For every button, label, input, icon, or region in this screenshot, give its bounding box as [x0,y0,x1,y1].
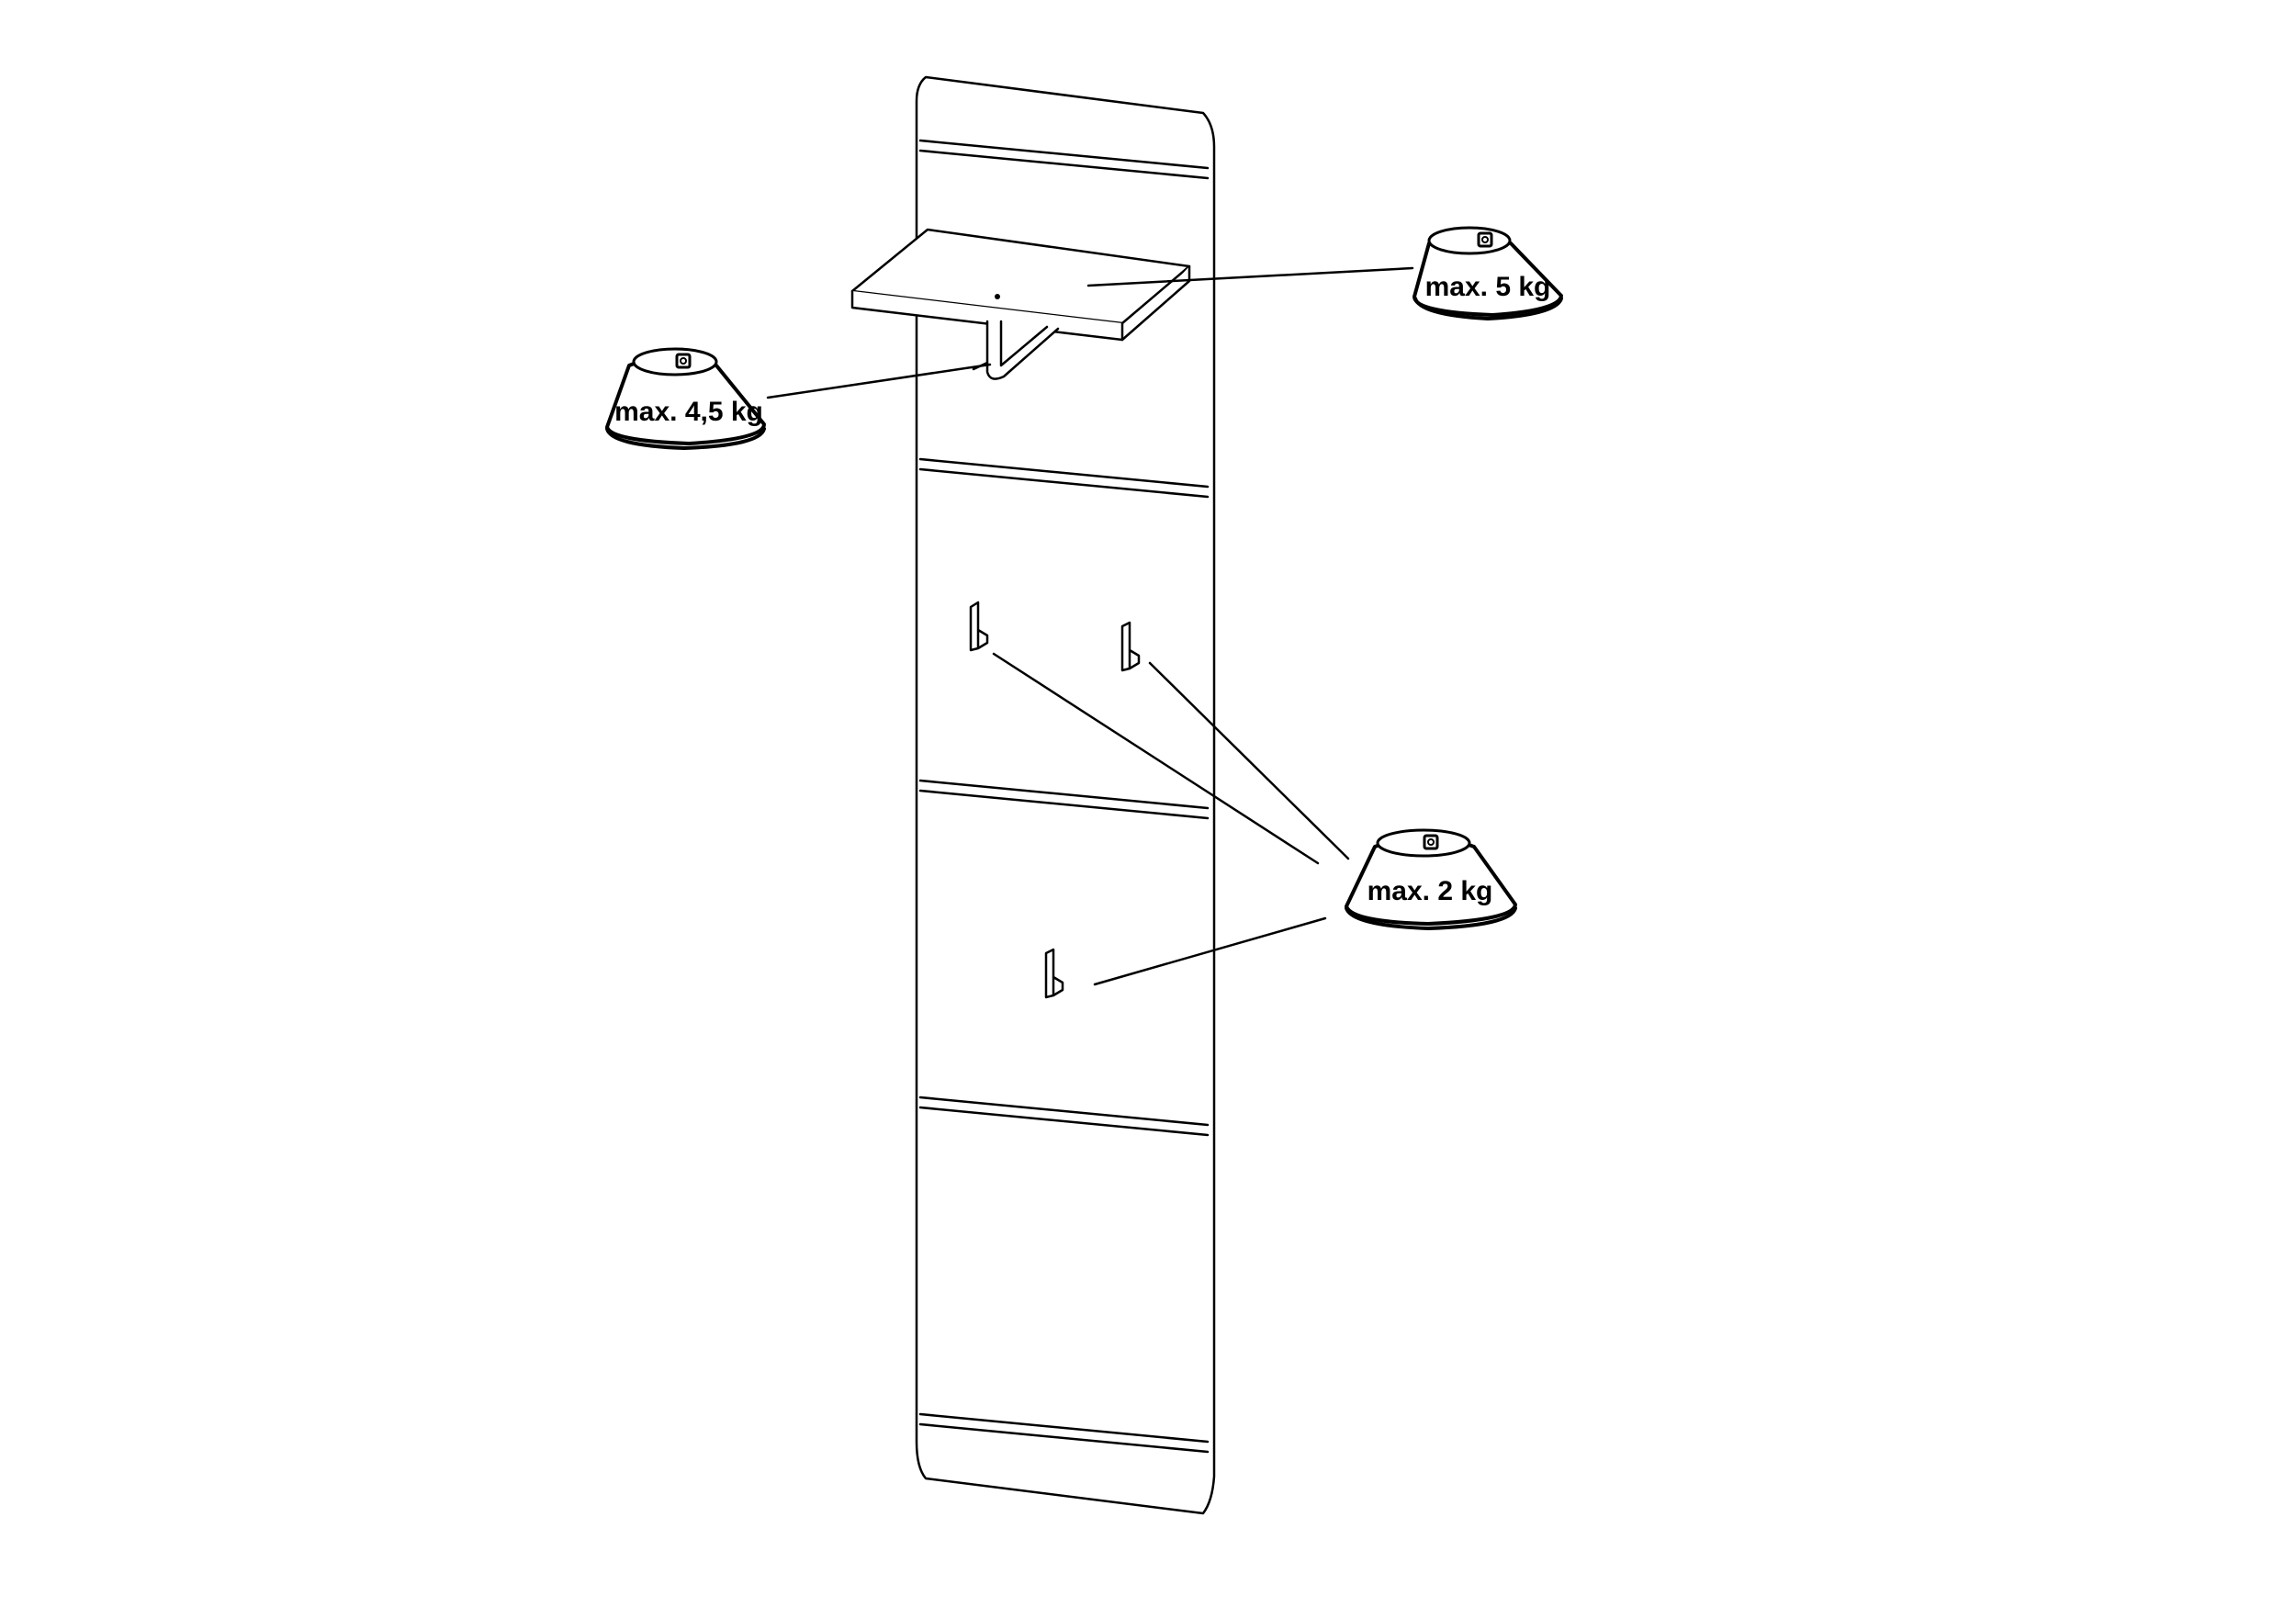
coat-hook [969,601,989,652]
leader-line-bracket [766,363,992,399]
weight-icon [1412,226,1563,320]
leader-line-shelf [1086,266,1414,287]
panel-groove [918,139,1210,180]
panel-groove [918,779,1210,820]
coat-hook [1120,621,1141,672]
hooks-weight-label: max. 2 kg [1367,876,1493,906]
shelf-weight-label: max. 5 kg [1425,272,1551,302]
shelf [850,228,1191,342]
wall-panel [915,75,1216,1515]
weight-icon [1345,828,1517,930]
shelf-bracket [972,320,1060,380]
panel-groove [918,457,1210,499]
weight-icon [605,347,766,450]
panel-groove [918,1096,1210,1137]
leader-line-hook-1 [992,652,1320,865]
leader-line-hook-3 [1093,916,1327,986]
leader-line-hook-2 [1148,661,1350,860]
coat-hook [1044,948,1064,999]
bracket-weight-label: max. 4,5 kg [614,397,763,427]
panel-groove [918,1412,1210,1454]
